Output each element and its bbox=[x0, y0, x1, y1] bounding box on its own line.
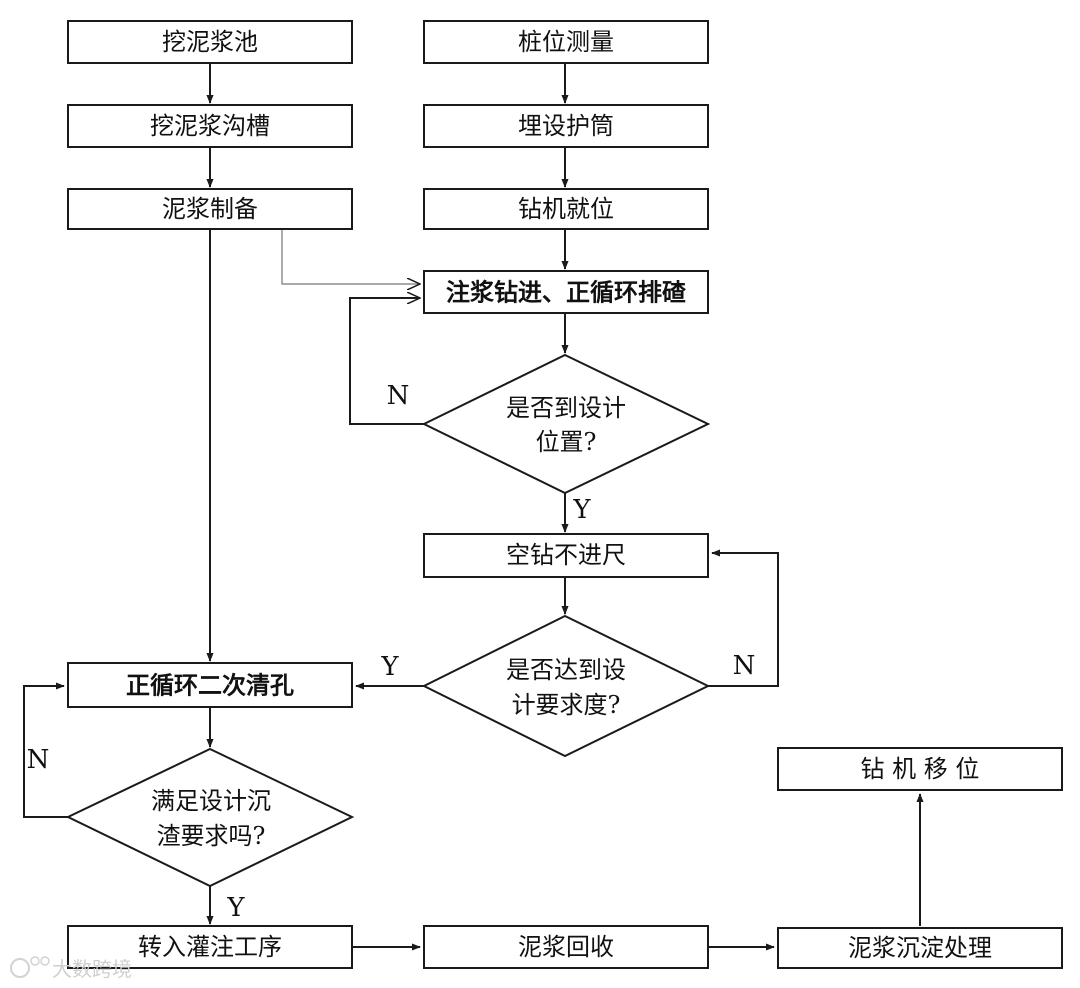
decision-check-sediment: 满足设计沉 渣要求吗? bbox=[65, 747, 355, 888]
decision-check-depth-line2: 计要求度? bbox=[512, 691, 621, 719]
edge-check-sediment-no bbox=[23, 682, 68, 818]
node-slurry-recovery-label: 泥浆回收 bbox=[518, 933, 614, 961]
node-drilling: 注浆钻进、正循环排碴 bbox=[423, 270, 709, 314]
node-rig-move-label: 钻 机 移 位 bbox=[861, 755, 980, 783]
label-depth-yes: Y bbox=[380, 652, 399, 682]
watermark: 大数跨境 bbox=[10, 956, 132, 981]
decision-check-position: 是否到设计 位置? bbox=[421, 353, 711, 495]
node-idle-drill: 空钻不进尺 bbox=[423, 533, 709, 578]
decision-check-sediment-line1: 满足设计沉 bbox=[151, 787, 271, 815]
node-drilling-label: 注浆钻进、正循环排碴 bbox=[446, 278, 687, 307]
decision-check-position-line2: 位置? bbox=[536, 428, 597, 456]
node-rig-position-label: 钻机就位 bbox=[518, 195, 614, 223]
node-dig-pit: 挖泥浆池 bbox=[67, 20, 353, 64]
node-casing: 埋设护筒 bbox=[423, 104, 709, 148]
node-slurry-prep-label: 泥浆制备 bbox=[162, 195, 258, 223]
watermark-text: 大数跨境 bbox=[52, 957, 132, 981]
node-pile-survey-label: 桩位测量 bbox=[518, 28, 614, 56]
label-sediment-yes: Y bbox=[226, 893, 245, 923]
node-slurry-prep: 泥浆制备 bbox=[67, 188, 353, 230]
node-casing-label: 埋设护筒 bbox=[518, 112, 614, 140]
node-to-pouring: 转入灌注工序 bbox=[67, 925, 353, 969]
label-position-no: N bbox=[387, 381, 410, 411]
node-idle-drill-label: 空钻不进尺 bbox=[506, 541, 626, 569]
node-to-pouring-label: 转入灌注工序 bbox=[138, 933, 282, 961]
watermark-logo-icon bbox=[10, 958, 30, 978]
node-rig-position: 钻机就位 bbox=[423, 188, 709, 230]
decision-check-position-line1: 是否到设计 bbox=[506, 394, 626, 422]
edge-prep-to-drilling bbox=[281, 229, 420, 284]
node-dig-pit-label: 挖泥浆池 bbox=[162, 28, 258, 56]
node-dig-trench: 挖泥浆沟槽 bbox=[67, 104, 353, 148]
node-second-clean: 正循环二次清孔 bbox=[67, 662, 353, 708]
node-second-clean-label: 正循环二次清孔 bbox=[126, 671, 294, 700]
node-rig-move: 钻 机 移 位 bbox=[777, 747, 1063, 791]
label-position-yes: Y bbox=[572, 495, 591, 525]
label-sediment-no: N bbox=[27, 745, 50, 775]
edge-check-position-no bbox=[349, 298, 424, 425]
edge-check-depth-no bbox=[708, 549, 779, 687]
edges bbox=[23, 63, 924, 951]
decision-check-depth-line1: 是否达到设 bbox=[506, 656, 626, 684]
node-dig-trench-label: 挖泥浆沟槽 bbox=[150, 112, 270, 140]
node-slurry-settle: 泥浆沉淀处理 bbox=[777, 927, 1063, 969]
decision-check-depth: 是否达到设 计要求度? bbox=[421, 614, 711, 758]
node-pile-survey: 桩位测量 bbox=[423, 20, 709, 64]
label-depth-no: N bbox=[733, 651, 756, 681]
node-slurry-settle-label: 泥浆沉淀处理 bbox=[848, 934, 992, 962]
node-slurry-recovery: 泥浆回收 bbox=[423, 925, 709, 969]
decision-check-sediment-line2: 渣要求吗? bbox=[157, 822, 266, 850]
